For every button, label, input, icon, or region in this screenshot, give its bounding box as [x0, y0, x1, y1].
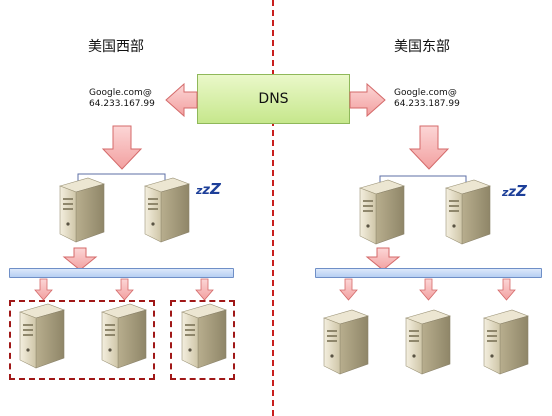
- west-small-arrow-2: [115, 278, 134, 301]
- server-icon: [323, 309, 369, 375]
- east-region-title: 美国东部: [394, 39, 450, 55]
- dns-right-arrow: [349, 82, 386, 118]
- west-region-title: 美国西部: [88, 39, 144, 55]
- dns-label: DNS: [258, 91, 289, 107]
- west-address: Google.com@ 64.233.167.99: [89, 88, 155, 109]
- east-small-arrow-3: [497, 278, 516, 301]
- west-group-box-2: [170, 300, 235, 380]
- server-icon: [59, 177, 105, 243]
- dns-left-arrow: [165, 82, 198, 118]
- east-bus-arrow: [365, 247, 401, 271]
- east-down-arrow: [408, 125, 450, 170]
- west-bus-arrow: [62, 247, 98, 271]
- east-bus: [315, 268, 542, 278]
- sleep-zzz-icon: zzZ: [502, 182, 527, 200]
- region-divider: [272, 0, 274, 416]
- server-icon: [359, 179, 405, 245]
- server-icon: [483, 309, 529, 375]
- sleep-zzz-icon: zzZ: [196, 180, 221, 198]
- west-small-arrow-3: [195, 278, 214, 301]
- west-small-arrow-1: [34, 278, 53, 301]
- west-bus: [9, 268, 234, 278]
- east-small-arrow-2: [419, 278, 438, 301]
- dns-box: DNS: [197, 74, 350, 124]
- server-icon: [144, 177, 190, 243]
- west-down-arrow: [101, 125, 143, 170]
- east-address: Google.com@ 64.233.187.99: [394, 88, 460, 109]
- server-icon: [405, 309, 451, 375]
- east-small-arrow-1: [339, 278, 358, 301]
- server-icon: [445, 179, 491, 245]
- west-group-box-1: [9, 300, 155, 380]
